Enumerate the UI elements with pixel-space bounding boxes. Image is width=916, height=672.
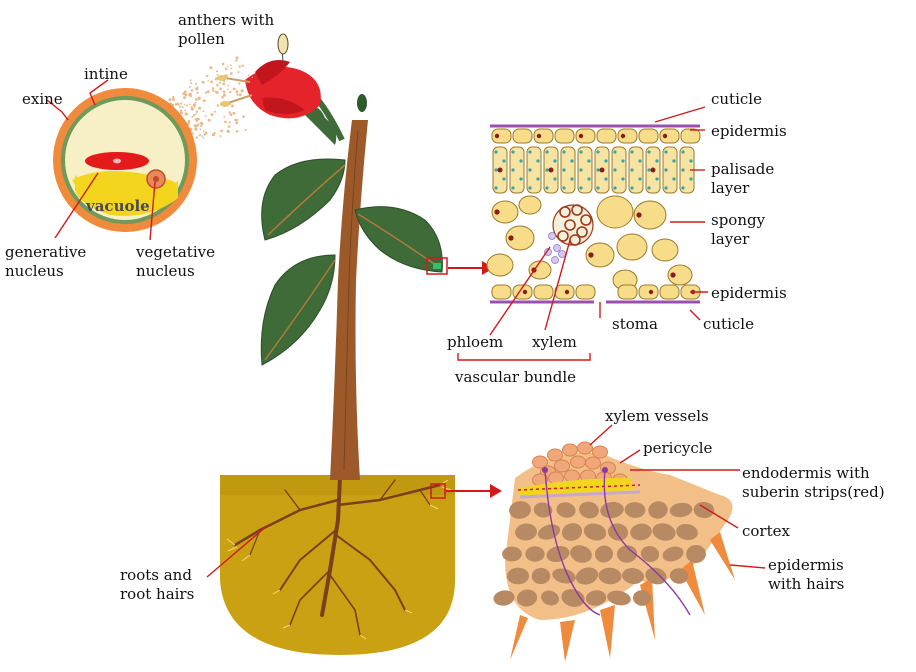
label-exine: exine (22, 90, 63, 108)
label-generative-nucleus: generativenucleus (5, 243, 86, 280)
label-endodermis: endodermis withsuberin strips(red) (742, 464, 885, 501)
upper-epidermis-cells (492, 129, 700, 143)
label-phloem: phloem (447, 333, 503, 351)
leaf-upper-left (262, 159, 345, 240)
root-cross-section (492, 442, 735, 662)
leaf-lower-left (261, 255, 335, 365)
label-vegetative-nucleus: vegetativenucleus (135, 243, 215, 280)
label-epidermis-top: epidermis (711, 122, 787, 140)
label-intine: intine (84, 65, 128, 83)
label-cuticle-top: cuticle (711, 90, 762, 108)
label-anthers: anthers withpollen (178, 11, 274, 48)
label-vacuole: vacuole (85, 197, 150, 215)
leaf-right (355, 207, 442, 272)
anther-icon (278, 34, 288, 62)
label-cuticle-bottom: cuticle (703, 315, 754, 333)
label-xylem: xylem (532, 333, 577, 351)
stem-bud (357, 94, 367, 112)
label-cortex: cortex (742, 522, 791, 540)
leaf-cross-section (487, 126, 700, 302)
flower (217, 60, 342, 145)
label-pericycle: pericycle (643, 439, 713, 457)
label-epidermis-bottom: epidermis (711, 284, 787, 302)
label-vascular-bundle: vascular bundle (454, 368, 576, 386)
cortex-cells (492, 499, 715, 609)
label-palisade-layer: palisadelayer (711, 160, 774, 197)
label-spongy-layer: spongylayer (711, 211, 766, 248)
label-stoma: stoma (612, 315, 658, 333)
label-roots: roots androot hairs (120, 566, 194, 603)
label-xylem-vessels: xylem vessels (605, 407, 709, 425)
label-epidermis-hairs: epidermiswith hairs (768, 556, 844, 593)
palisade-cells (493, 147, 694, 193)
spongy-cells (487, 196, 692, 290)
